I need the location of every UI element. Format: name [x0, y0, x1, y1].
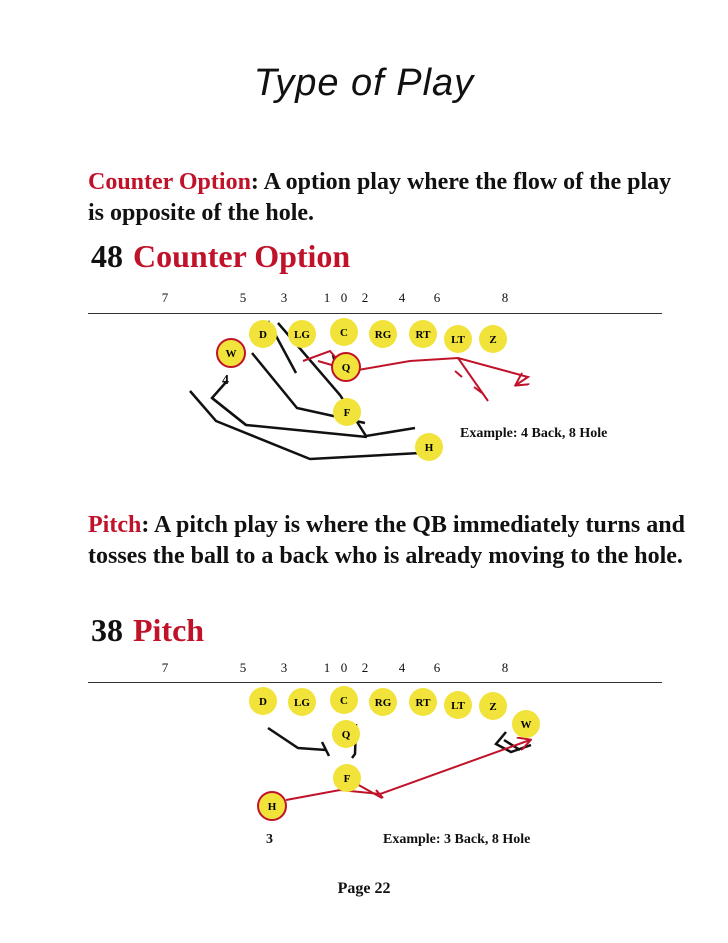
player-W: W — [512, 710, 540, 738]
player-C: C — [330, 318, 358, 346]
player-label: LG — [294, 697, 310, 709]
pitch-definition: Pitch: A pitch play is where the QB imme… — [88, 510, 688, 572]
player-label: Z — [489, 334, 496, 346]
player-Q: Q — [332, 720, 360, 748]
player-label: D — [259, 329, 267, 341]
play-heading-38: 38 Pitch — [91, 612, 204, 649]
player-C: C — [330, 686, 358, 714]
definition-text: : A pitch play is where the QB immediate… — [88, 512, 685, 569]
player-label: RT — [416, 697, 432, 709]
player-D: D — [249, 687, 277, 715]
player-RT: RT — [409, 688, 437, 716]
definition-term: Counter Option — [88, 169, 251, 195]
hole-number: 6 — [433, 660, 441, 675]
page-number: Page 22 — [337, 880, 391, 897]
hole-number: 8 — [501, 290, 509, 305]
hole-number: 0 — [340, 660, 348, 675]
player-LG: LG — [288, 320, 316, 348]
hole-number: 5 — [239, 660, 247, 675]
player-LT: LT — [444, 325, 472, 353]
player-LG: LG — [288, 688, 316, 716]
hole-number: 3 — [280, 660, 288, 675]
definition-term: Pitch — [88, 512, 142, 538]
line-of-scrimmage — [88, 682, 662, 683]
player-F: F — [333, 398, 361, 426]
player-LT: LT — [444, 691, 472, 719]
line-of-scrimmage — [88, 313, 662, 314]
player-label: Z — [489, 701, 496, 713]
player-label: W — [226, 348, 237, 360]
play-name: Counter Option — [133, 238, 351, 274]
player-D: D — [249, 320, 277, 348]
example-caption: Example: 4 Back, 8 Hole — [460, 426, 608, 441]
back-number: 4 — [222, 373, 229, 388]
example-caption: Example: 3 Back, 8 Hole — [383, 832, 531, 847]
hole-number: 1 — [323, 660, 331, 675]
player-label: D — [259, 696, 267, 708]
player-label: LT — [451, 700, 465, 712]
player-label: Q — [342, 362, 351, 374]
play-heading-48: 48 Counter Option — [91, 238, 350, 275]
hole-numbers: 7 5 3 1 0 2 4 6 8 — [0, 290, 728, 308]
hole-number: 4 — [398, 660, 406, 675]
player-label: C — [340, 327, 348, 339]
player-label: RG — [375, 329, 392, 341]
player-label: LT — [451, 334, 465, 346]
player-W: W — [216, 338, 246, 368]
hole-number: 5 — [239, 290, 247, 305]
hole-number: 3 — [280, 290, 288, 305]
hole-number: 7 — [161, 660, 169, 675]
player-label: LG — [294, 329, 310, 341]
hole-number: 6 — [433, 290, 441, 305]
player-Z: Z — [479, 692, 507, 720]
pitch-diagram: D LG C RG RT LT Z W Q F H — [249, 686, 540, 821]
hole-number: 0 — [340, 290, 348, 305]
player-RG: RG — [369, 320, 397, 348]
player-label: H — [425, 442, 434, 454]
player-F: F — [333, 764, 361, 792]
player-label: C — [340, 695, 348, 707]
hole-number: 4 — [398, 290, 406, 305]
player-label: RT — [416, 329, 432, 341]
player-label: F — [344, 773, 351, 785]
player-label: F — [344, 407, 351, 419]
play-number: 48 — [91, 238, 123, 274]
player-label: RG — [375, 697, 392, 709]
hole-number: 8 — [501, 660, 509, 675]
player-label: Q — [342, 729, 351, 741]
hole-number: 1 — [323, 290, 331, 305]
hole-numbers: 7 5 3 1 0 2 4 6 8 — [0, 660, 728, 678]
player-label: W — [521, 719, 532, 731]
player-RT: RT — [409, 320, 437, 348]
counter-option-definition: Counter Option: A option play where the … — [88, 167, 688, 229]
play-name: Pitch — [133, 612, 205, 648]
back-number: 3 — [266, 832, 273, 847]
counter-option-diagram: D LG C RG RT LT Z W Q F H — [189, 318, 531, 461]
player-H: H — [415, 433, 443, 461]
player-Q: Q — [331, 352, 361, 382]
hole-number: 2 — [361, 290, 369, 305]
player-RG: RG — [369, 688, 397, 716]
play-number: 38 — [91, 612, 123, 648]
hole-number: 2 — [361, 660, 369, 675]
player-Z: Z — [479, 325, 507, 353]
hole-number: 7 — [161, 290, 169, 305]
definition-text: : A option play where the flow of the pl… — [88, 169, 672, 226]
player-label: H — [268, 801, 277, 813]
page-title: Type of Play — [253, 62, 475, 104]
player-H: H — [257, 791, 287, 821]
